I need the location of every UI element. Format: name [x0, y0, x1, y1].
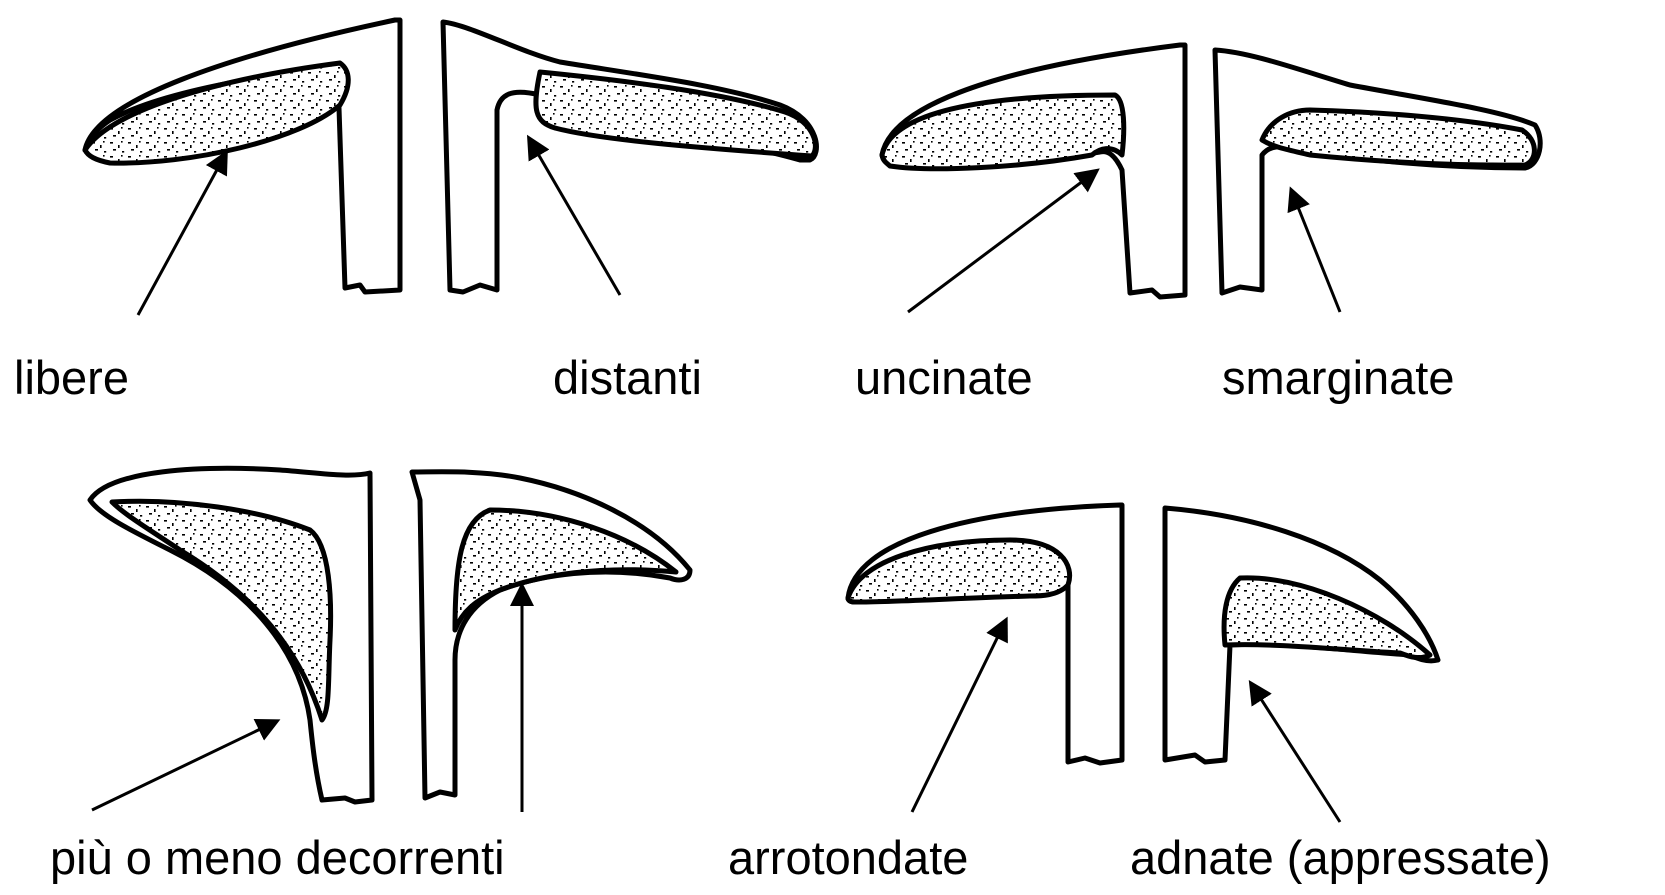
panel-uncinate-smarginate — [882, 45, 1540, 312]
panel-libere-distanti — [85, 20, 816, 315]
label-adnate: adnate (appressate) — [1130, 834, 1551, 881]
cap-right-smarginate — [1215, 50, 1540, 293]
arrow-adnate — [1252, 685, 1340, 822]
label-arrotondate: arrotondate — [728, 834, 968, 881]
label-decorrenti: più o meno decorrenti — [50, 834, 505, 881]
label-libere: libere — [14, 354, 129, 401]
panel-decorrenti — [90, 468, 690, 812]
cap-right-distanti — [443, 22, 816, 292]
label-smarginate: smarginate — [1222, 354, 1455, 401]
arrow-decorrenti-left — [92, 722, 275, 810]
panel-arrotondate-adnate — [848, 505, 1438, 822]
label-distanti: distanti — [553, 354, 702, 401]
arrow-libere — [138, 155, 225, 315]
arrow-distanti — [530, 140, 620, 295]
arrow-uncinate — [908, 172, 1095, 312]
arrow-smarginate — [1292, 192, 1340, 312]
arrow-arrotondate — [912, 622, 1005, 812]
label-uncinate: uncinate — [855, 354, 1033, 401]
gill-uncinate — [882, 95, 1124, 169]
gill-arrotondate — [848, 540, 1070, 602]
